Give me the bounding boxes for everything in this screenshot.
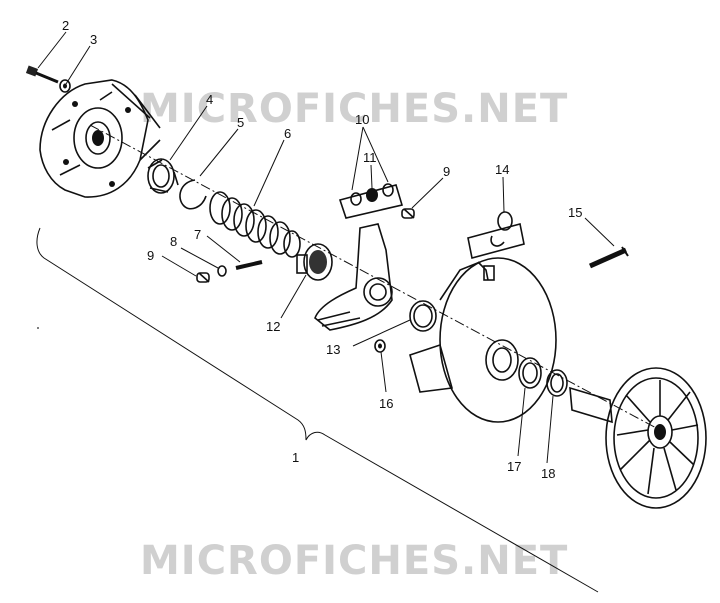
callout-18: 18	[541, 466, 555, 481]
callout-12: 12	[266, 319, 280, 334]
callout-9-upper: 9	[443, 164, 450, 179]
cover-plate	[39, 79, 161, 198]
spacer-part-8	[217, 265, 227, 277]
clip-part-14	[467, 211, 525, 259]
callout-labels: 1 2 3 4 5 6 7 8 9 9 10 11 12 13 14 15 16…	[62, 18, 582, 481]
assembly-axis-line	[89, 124, 661, 431]
callout-11: 11	[363, 150, 377, 165]
callout-6: 6	[284, 126, 291, 141]
callout-8: 8	[170, 234, 177, 249]
watermark-bottom: MICROFICHES.NET	[140, 538, 568, 584]
moveable-sheave	[409, 257, 557, 423]
pin-part-7	[235, 260, 263, 270]
roller-part-9-left	[196, 272, 210, 283]
stray-dot	[37, 327, 39, 329]
bushing-part-9-upper	[401, 208, 415, 219]
assembly-bracket-line	[36, 227, 599, 593]
bolt-part-2	[25, 65, 59, 84]
pin-part-15	[588, 246, 629, 269]
watermark-top: MICROFICHES.NET	[140, 86, 568, 132]
fixed-sheave	[569, 367, 707, 509]
callout-4: 4	[206, 92, 213, 107]
callout-14: 14	[495, 162, 509, 177]
leader-lines	[37, 31, 615, 464]
ring-part-17	[518, 357, 542, 389]
bushing-part-4	[147, 158, 179, 194]
callout-13: 13	[326, 342, 340, 357]
spider-arm	[314, 223, 393, 331]
spring-part-6	[209, 191, 301, 258]
roller-cage-part-12	[296, 243, 333, 281]
callout-2: 2	[62, 18, 69, 33]
callout-15: 15	[568, 205, 582, 220]
callout-7: 7	[194, 227, 201, 242]
ring-part-18	[546, 369, 568, 397]
washer-part-3	[59, 79, 71, 93]
callout-1: 1	[292, 450, 299, 465]
callout-9-left: 9	[147, 248, 154, 263]
callout-16: 16	[379, 396, 393, 411]
callout-10: 10	[355, 112, 369, 127]
snap-ring-part-5	[179, 179, 207, 210]
washer-part-13	[409, 300, 437, 332]
callout-3: 3	[90, 32, 97, 47]
callout-17: 17	[507, 459, 521, 474]
button-set-part-10-11	[338, 183, 404, 219]
callout-5: 5	[237, 115, 244, 130]
nut-part-16	[374, 339, 386, 353]
